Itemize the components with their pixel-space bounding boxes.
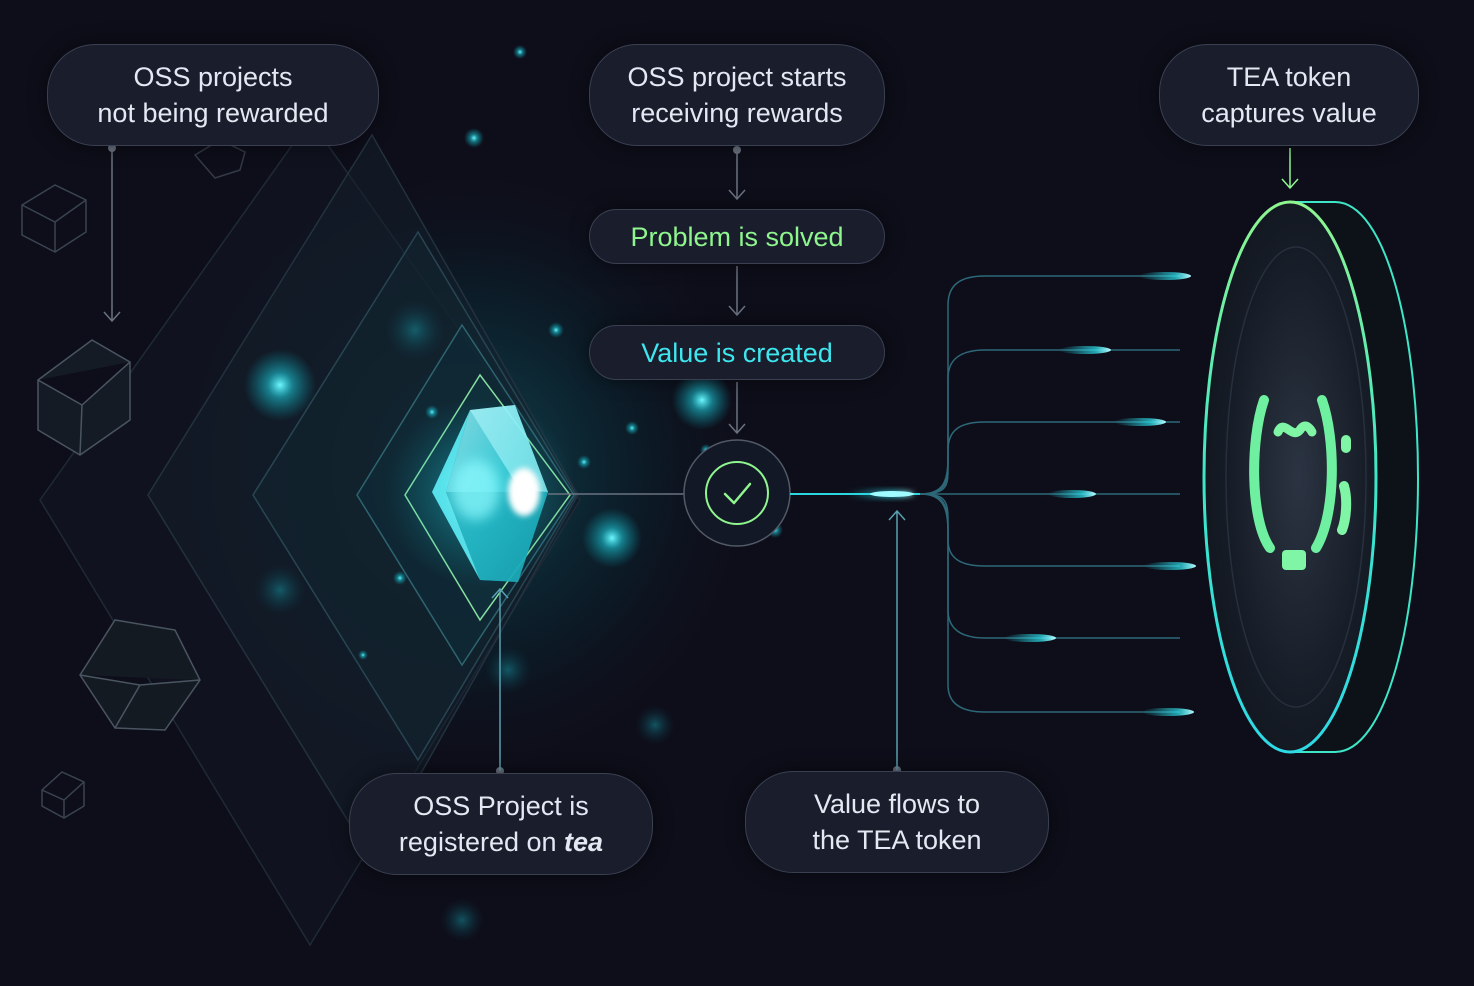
- particle: [577, 455, 591, 469]
- status-value-created: Value is created: [589, 325, 885, 380]
- label-not-rewarded: OSS projects not being rewarded: [47, 44, 379, 146]
- value-stream: [790, 272, 1196, 716]
- particle: [635, 705, 675, 745]
- particle: [513, 45, 527, 59]
- label-value-flows-line2: the TEA token: [812, 825, 982, 855]
- cube-icon: [41, 771, 85, 819]
- branch-particles: [1004, 272, 1196, 716]
- tea-logo: [1249, 395, 1352, 570]
- label-registered-prefix: registered on: [398, 827, 565, 857]
- particle: [358, 650, 368, 660]
- stream-glow: [870, 491, 914, 497]
- coin-face: [1202, 200, 1378, 754]
- status-problem-solved-text: Problem is solved: [630, 221, 844, 252]
- label-starts-rewards: OSS project starts receiving rewards: [589, 44, 885, 146]
- label-registered-emphasis: tea: [564, 827, 604, 857]
- particle: [484, 646, 532, 694]
- label-registered: OSS Project is registered on tea: [349, 773, 653, 875]
- particle: [548, 322, 564, 338]
- label-not-rewarded-line1: OSS projects: [133, 62, 293, 92]
- particle: [385, 300, 445, 360]
- particle: [440, 898, 484, 942]
- connectors: [103, 144, 1299, 775]
- label-not-rewarded-line2: not being rewarded: [97, 98, 329, 128]
- label-starts-rewards-line1: OSS project starts: [627, 62, 847, 92]
- particle: [244, 349, 316, 421]
- label-registered-line1: OSS Project is: [413, 791, 589, 821]
- connector-starts-to-solved: [728, 150, 746, 201]
- connector-value-flows: [888, 509, 906, 770]
- status-problem-solved: Problem is solved: [589, 209, 885, 264]
- particle: [625, 421, 639, 435]
- particle: [672, 370, 732, 430]
- particle: [393, 571, 407, 585]
- cube-icon: [37, 339, 131, 456]
- connector-solved-to-created: [728, 266, 746, 317]
- label-tea-captures-line2: captures value: [1201, 98, 1377, 128]
- connector-tea-captures: [1281, 148, 1299, 190]
- connector-registered: [491, 587, 509, 771]
- label-value-flows-line1: Value flows to: [813, 789, 981, 819]
- label-registered-line2: registered on tea: [399, 824, 603, 860]
- particle: [582, 508, 642, 568]
- coin-inner-ring: [1225, 246, 1367, 708]
- connector-not-rewarded: [103, 148, 121, 323]
- label-starts-rewards-line2: receiving rewards: [631, 98, 843, 128]
- connector-created-to-check: [728, 382, 746, 435]
- particles: [244, 45, 783, 942]
- label-tea-captures-line1: TEA token: [1226, 62, 1352, 92]
- tea-token-icon: [1202, 200, 1420, 754]
- cube-icon: [21, 184, 87, 253]
- label-value-flows: Value flows to the TEA token: [745, 771, 1049, 873]
- particle: [254, 564, 306, 616]
- label-tea-captures: TEA token captures value: [1159, 44, 1419, 146]
- check-circle-icon: [683, 439, 791, 547]
- status-value-created-text: Value is created: [641, 337, 833, 368]
- decorative-cubes: [21, 139, 246, 819]
- particle: [464, 128, 484, 148]
- cube-icon: [79, 619, 201, 731]
- project-cube-icon: [385, 397, 575, 587]
